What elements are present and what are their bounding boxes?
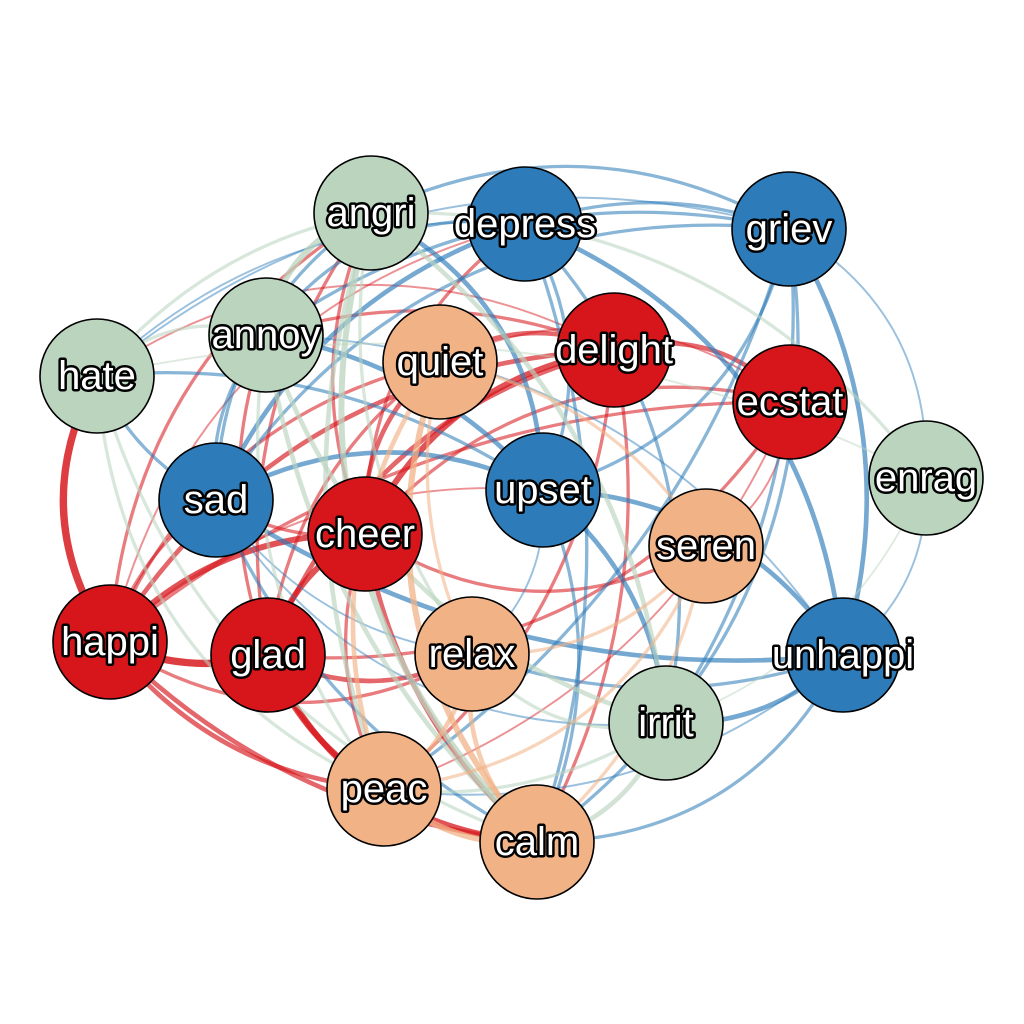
node-label-ecstat: ecstat — [737, 380, 844, 424]
edge-sad-calm — [214, 498, 539, 844]
edge-unhappi-annoy — [265, 334, 844, 656]
node-happi[interactable]: happi — [52, 584, 168, 700]
edge-angri-irrit — [368, 210, 669, 726]
node-circle-hate — [39, 318, 155, 434]
edge-glad-ecstat — [266, 400, 792, 660]
node-label-glad: glad — [230, 633, 306, 677]
node-circle-peac — [326, 731, 442, 847]
node-label-griev: griev — [746, 207, 833, 251]
edge-annoy-peac — [256, 333, 386, 791]
edge-glad-delight — [265, 347, 617, 658]
node-circle-glad — [210, 597, 326, 713]
edge-hate-peac — [95, 374, 386, 791]
edge-calm-quiet — [405, 359, 540, 845]
node-circle-annoy — [208, 277, 324, 393]
edge-griev-peac — [382, 227, 791, 791]
edge-delight-calm — [535, 348, 630, 844]
node-cheer[interactable]: cheer — [307, 476, 423, 592]
node-circle-angri — [313, 155, 429, 271]
node-circle-calm — [479, 784, 595, 900]
node-circle-seren — [648, 488, 764, 604]
node-circle-relax — [414, 596, 530, 712]
node-label-relax: relax — [429, 632, 516, 676]
node-label-annoy: annoy — [212, 313, 321, 357]
node-circle-enrag — [868, 420, 984, 536]
node-seren[interactable]: seren — [648, 488, 764, 604]
node-delight[interactable]: delight — [553, 292, 675, 408]
node-label-hate: hate — [58, 354, 136, 398]
node-unhappi[interactable]: unhappi — [769, 597, 917, 713]
node-annoy[interactable]: annoy — [208, 277, 324, 393]
node-circle-cheer — [307, 476, 423, 592]
node-circle-delight — [556, 292, 672, 408]
node-label-quiet: quiet — [397, 340, 484, 384]
node-label-cheer: cheer — [315, 512, 415, 556]
node-circle-griev — [731, 171, 847, 287]
node-label-angri: angri — [327, 191, 416, 235]
node-calm[interactable]: calm — [479, 784, 595, 900]
node-irrit[interactable]: irrit — [608, 665, 724, 781]
node-circle-upset — [485, 432, 601, 548]
node-label-enrag: enrag — [875, 456, 977, 500]
edge-angri-enrag — [369, 210, 928, 480]
node-circle-irrit — [608, 665, 724, 781]
node-label-upset: upset — [494, 468, 592, 512]
edge-peac-seren — [382, 544, 708, 791]
node-glad[interactable]: glad — [210, 597, 326, 713]
node-circle-quiet — [382, 304, 498, 420]
node-griev[interactable]: griev — [731, 171, 847, 287]
edge-annoy-calm — [263, 332, 540, 845]
node-label-depress: depress — [454, 202, 596, 246]
node-label-happi: happi — [61, 620, 159, 664]
node-angri[interactable]: angri — [313, 155, 429, 271]
edge-unhappi-peac — [383, 654, 844, 796]
edge-griev-irrit — [664, 227, 795, 725]
edge-happi-angri — [108, 211, 373, 644]
edge-griev-unhappi — [786, 226, 870, 658]
node-hate[interactable]: hate — [39, 318, 155, 434]
node-label-unhappi: unhappi — [772, 633, 914, 677]
node-depress[interactable]: depress — [451, 166, 599, 282]
node-circle-depress — [467, 166, 583, 282]
edge-griev-angri — [369, 164, 791, 231]
node-label-sad: sad — [184, 478, 249, 522]
node-circle-ecstat — [732, 344, 848, 460]
node-layer: angri depress griev annoy hate quiet delight ec… — [39, 155, 984, 900]
node-label-calm: calm — [495, 820, 579, 864]
node-circle-sad — [158, 442, 274, 558]
node-label-seren: seren — [656, 524, 756, 568]
node-quiet[interactable]: quiet — [382, 304, 498, 420]
node-ecstat[interactable]: ecstat — [732, 344, 848, 460]
node-peac[interactable]: peac — [326, 731, 442, 847]
node-label-irrit: irrit — [638, 701, 694, 745]
node-label-delight: delight — [555, 328, 673, 372]
edge-annoy-irrit — [263, 332, 669, 726]
node-circle-unhappi — [785, 597, 901, 713]
node-sad[interactable]: sad — [158, 442, 274, 558]
node-label-peac: peac — [341, 767, 428, 811]
node-circle-happi — [52, 584, 168, 700]
node-enrag[interactable]: enrag — [868, 420, 984, 536]
node-relax[interactable]: relax — [414, 596, 530, 712]
edge-depress-calm — [523, 222, 589, 844]
node-upset[interactable]: upset — [485, 432, 601, 548]
